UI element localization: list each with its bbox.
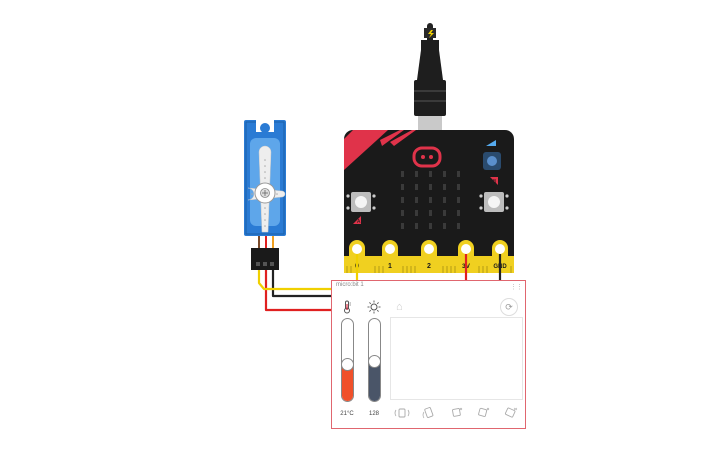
button-a[interactable]: A — [346, 192, 376, 225]
drag-handle-icon[interactable]: ⋮⋮ — [510, 284, 523, 291]
tilt-right-gesture-icon[interactable] — [446, 406, 466, 420]
usb-cable — [414, 23, 446, 130]
tilt-left-gesture-icon[interactable] — [419, 406, 439, 420]
panel-title: micro:bit 1 — [336, 282, 364, 288]
light-slider-fill — [369, 359, 380, 401]
pin-2[interactable]: 2 — [421, 240, 437, 270]
pin-2-label: 2 — [427, 263, 431, 270]
light-level-icon — [367, 300, 381, 314]
microbit-board[interactable]: A B — [344, 130, 514, 273]
button-a-plus-b[interactable] — [483, 140, 501, 170]
button-b-label: B — [493, 179, 497, 185]
microbit-sim-panel: micro:bit 1 ⋮⋮ 21°C 128 — [331, 280, 526, 429]
button-b[interactable]: B — [479, 177, 509, 212]
pin-1-label: 1 — [388, 263, 392, 270]
temperature-slider[interactable] — [341, 318, 354, 402]
sim-display-area — [390, 317, 523, 400]
servo-motor[interactable] — [244, 120, 286, 270]
edge-connector — [344, 256, 514, 273]
thermometer-icon — [340, 300, 354, 314]
shake-gesture-icon[interactable] — [392, 406, 412, 420]
temperature-value: 21°C — [340, 411, 354, 417]
light-slider[interactable] — [368, 318, 381, 402]
home-icon[interactable]: ⌂ — [396, 301, 403, 313]
light-slider-thumb[interactable] — [369, 354, 380, 368]
light-value: 128 — [368, 411, 379, 417]
pin-1[interactable]: 1 — [382, 240, 398, 270]
temperature-slider-thumb[interactable] — [342, 358, 353, 372]
temperature-slider-fill — [342, 362, 353, 401]
wire-signal — [257, 254, 359, 291]
lightning-icon — [428, 30, 434, 38]
button-a-label: A — [357, 219, 361, 225]
face-up-gesture-icon[interactable] — [473, 406, 493, 420]
face-down-gesture-icon[interactable] — [500, 406, 520, 420]
led-matrix — [401, 171, 460, 229]
microbit-logo — [412, 146, 442, 168]
rotate-icon[interactable]: ⟳ — [500, 298, 518, 316]
